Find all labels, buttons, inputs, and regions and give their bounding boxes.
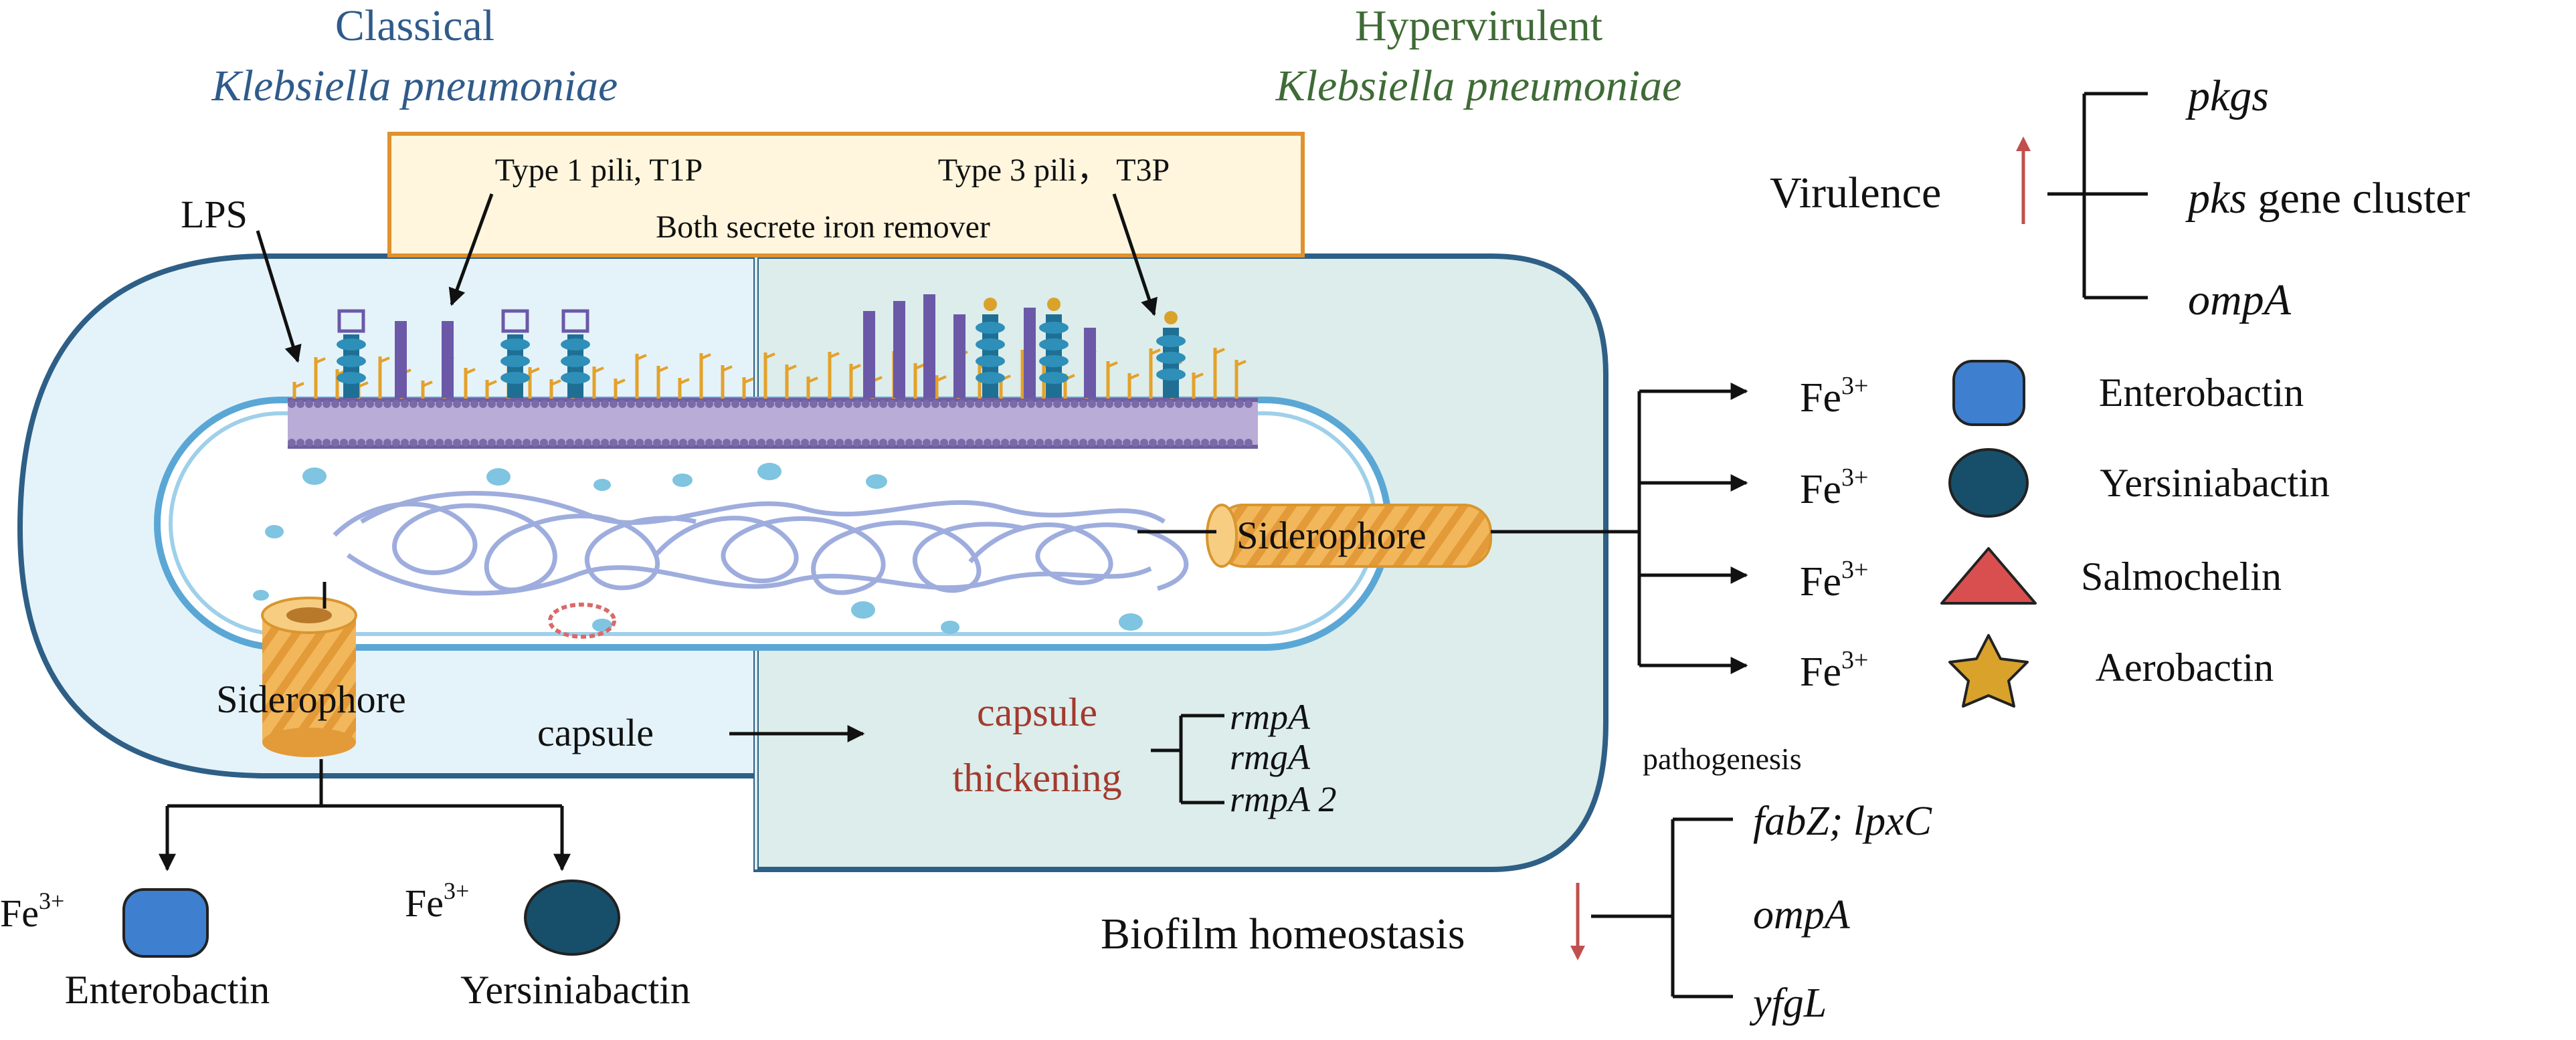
pili-box: Type 1 pili, T1P Type 3 pili， T3P Both s… — [387, 132, 1305, 257]
right-fe-3: Fe3+ — [1800, 556, 1868, 605]
lps-fringe — [292, 348, 1247, 399]
classical-title: Classical — [335, 1, 494, 50]
aerobactin-icon — [1948, 634, 2029, 708]
aerobactin-label: Aerobactin — [2096, 645, 2274, 690]
outer-membrane — [288, 398, 1258, 449]
biofilm-gene-ompA: ompA — [1753, 892, 1851, 938]
siderophore-left-label: Siderophore — [216, 678, 406, 721]
left-fe-1: Fe3+ — [0, 888, 64, 935]
siderophore-channel-right — [1206, 504, 1492, 568]
nucleoid-dna — [333, 491, 1189, 596]
yersiniabactin-label: Yersiniabactin — [2100, 461, 2330, 505]
virulence-gene-ompA: ompA — [2188, 276, 2292, 324]
yersiniabactin-icon — [1948, 448, 2029, 518]
capsule-genes-bracket — [1151, 714, 1224, 805]
virulence-label: Virulence — [1770, 169, 1941, 217]
right-iron-branches — [1491, 383, 1748, 674]
gene-rmpA: rmpA — [1230, 697, 1311, 737]
right-fe-2: Fe3+ — [1800, 463, 1868, 512]
plasmid — [548, 603, 616, 639]
virulence-gene-pkgs: pkgs — [2185, 72, 2269, 120]
capsule-thickening-line1: capsule — [977, 690, 1097, 734]
enterobactin-label: Enterobactin — [2099, 371, 2304, 415]
bacterial-cell — [17, 253, 1608, 872]
biofilm-gene-fabZ: fabZ; lpxC — [1753, 799, 1932, 844]
salmochelin-label: Salmochelin — [2081, 554, 2282, 599]
type1-pili — [395, 294, 1096, 398]
right-iron-list: Fe3+ Fe3+ Fe3+ Fe3+ Enterobactin Yersini… — [1800, 360, 2330, 708]
capsule-thickening-line2: thickening — [952, 756, 1121, 800]
gene-rmgA: rmgA — [1230, 737, 1311, 777]
left-yersiniabactin-label: Yersiniabactin — [460, 968, 691, 1012]
gene-rmpA2: rmpA 2 — [1230, 779, 1337, 819]
right-fe-4: Fe3+ — [1800, 646, 1868, 695]
biofilm-bracket — [1591, 817, 1733, 999]
left-iron-branches — [159, 759, 571, 871]
enterobactin-icon — [122, 888, 209, 958]
right-fe-1: Fe3+ — [1800, 372, 1868, 421]
biofilm-label: Biofilm homeostasis — [1101, 910, 1465, 958]
classical-species: Klebsiella pneumoniae — [211, 62, 618, 110]
pathogenesis-label: pathogenesis — [1643, 742, 1802, 776]
biofilm-gene-yfgL: yfgL — [1749, 980, 1827, 1026]
type1-pili-label: Type 1 pili, T1P — [495, 152, 703, 188]
type3-pili-label: Type 3 pili， T3P — [938, 152, 1170, 188]
hypervirulent-title: Hypervirulent — [1355, 1, 1602, 50]
siderophore-channel-left — [261, 597, 357, 757]
siderophore-inner-label: Siderophore — [1236, 514, 1427, 557]
left-enterobactin-label: Enterobactin — [65, 968, 270, 1012]
salmochelin-icon — [1940, 547, 2037, 605]
capsule-label: capsule — [537, 711, 654, 754]
iron-remover-label: Both secrete iron remover — [656, 209, 990, 245]
left-fe-2: Fe3+ — [405, 877, 469, 925]
hypervirulent-species: Klebsiella pneumoniae — [1275, 62, 1682, 110]
enterobactin-icon — [1952, 360, 2025, 426]
virulence-gene-pks: pks gene cluster — [2185, 174, 2470, 223]
coiled-pili — [337, 298, 1186, 398]
yersiniabactin-icon — [524, 879, 620, 956]
virulence-bracket — [2047, 92, 2148, 300]
lps-label: LPS — [181, 193, 248, 236]
